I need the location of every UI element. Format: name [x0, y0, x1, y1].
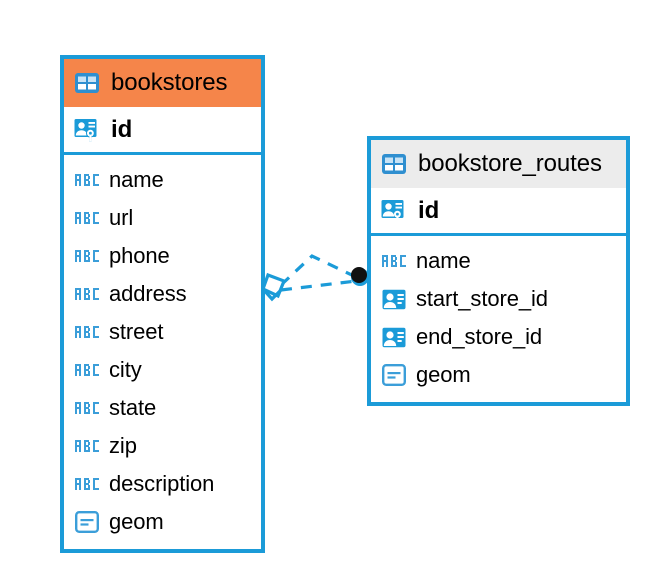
table-grid-icon — [74, 72, 100, 94]
table-grid-icon — [381, 153, 407, 175]
field-label: end_store_id — [416, 324, 543, 349]
text-abc-icon — [382, 254, 406, 268]
primary-key-icon — [74, 117, 100, 143]
geometry-icon — [382, 364, 406, 386]
field-row[interactable]: url — [64, 199, 261, 237]
entity-bookstore-routes-primary-key-label: id — [418, 196, 440, 224]
relationship-line-lower — [280, 279, 357, 292]
entity-bookstores-fields: name u — [64, 155, 261, 549]
field-label: street — [109, 319, 164, 344]
entity-bookstore-routes-header[interactable]: bookstore_routes — [371, 140, 626, 188]
open-diamond-marker — [261, 272, 287, 302]
field-row[interactable]: phone — [64, 237, 261, 275]
field-row[interactable]: description — [64, 465, 261, 503]
relationship-line-upper — [279, 254, 359, 287]
field-label: city — [109, 357, 142, 382]
field-label: address — [109, 281, 187, 306]
text-abc-icon — [75, 477, 99, 491]
entity-bookstore-routes-fields: name start_store_id — [371, 236, 626, 402]
field-row[interactable]: start_store_id — [371, 280, 626, 318]
field-label: geom — [109, 509, 164, 534]
entity-bookstore-routes[interactable]: bookstore_routes id — [367, 136, 630, 406]
text-abc-icon — [75, 249, 99, 263]
field-label: url — [109, 205, 134, 230]
field-row[interactable]: geom — [371, 356, 626, 394]
field-label: geom — [416, 362, 471, 387]
field-row[interactable]: state — [64, 389, 261, 427]
text-abc-icon — [75, 173, 99, 187]
field-row[interactable]: name — [371, 242, 626, 280]
entity-bookstores-primary-key-row[interactable]: id — [64, 107, 261, 155]
entity-bookstore-routes-title: bookstore_routes — [418, 150, 602, 177]
field-row[interactable]: zip — [64, 427, 261, 465]
entity-bookstore-routes-primary-key-row[interactable]: id — [371, 188, 626, 236]
entity-bookstores-header[interactable]: bookstores — [64, 59, 261, 107]
text-abc-icon — [75, 401, 99, 415]
geometry-icon — [75, 511, 99, 533]
field-label: state — [109, 395, 157, 420]
field-row[interactable]: end_store_id — [371, 318, 626, 356]
entity-bookstores[interactable]: bookstores id — [60, 55, 265, 553]
field-label: start_store_id — [416, 286, 548, 311]
foreign-key-icon — [382, 327, 406, 348]
text-abc-icon — [75, 287, 99, 301]
entity-bookstores-primary-key-label: id — [111, 115, 133, 143]
field-label: name — [416, 248, 471, 273]
field-row[interactable]: name — [64, 161, 261, 199]
field-label: description — [109, 471, 215, 496]
field-label: phone — [109, 243, 170, 268]
text-abc-icon — [75, 211, 99, 225]
field-row[interactable]: city — [64, 351, 261, 389]
field-label: zip — [109, 433, 137, 458]
field-label: name — [109, 167, 164, 192]
field-row[interactable]: street — [64, 313, 261, 351]
text-abc-icon — [75, 325, 99, 339]
entity-bookstores-title: bookstores — [111, 69, 228, 96]
field-row[interactable]: address — [64, 275, 261, 313]
text-abc-icon — [75, 363, 99, 377]
field-row[interactable]: geom — [64, 503, 261, 541]
text-abc-icon — [75, 439, 99, 453]
foreign-key-icon — [382, 289, 406, 310]
primary-key-icon — [381, 198, 407, 224]
